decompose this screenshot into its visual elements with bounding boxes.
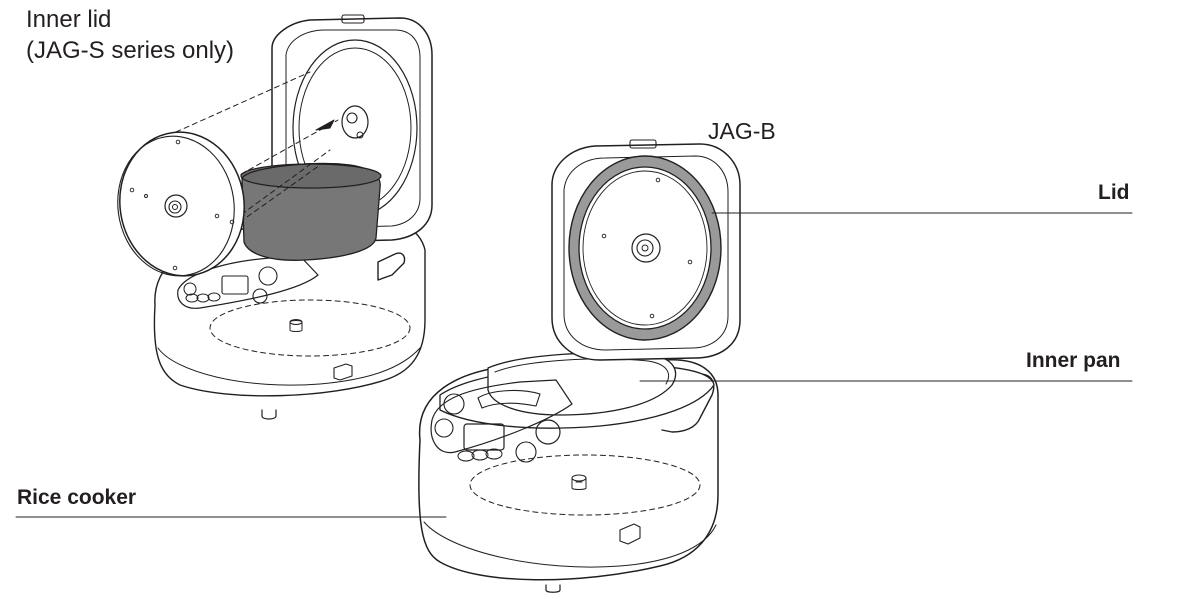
right-cooker-foot	[545, 584, 561, 593]
inner-lid-label-line1: Inner lid	[26, 6, 112, 33]
right-rice-cooker	[418, 139, 741, 593]
inner-lid-label-line2: (JAG-S series only)	[26, 37, 235, 64]
left-cooker-handle	[377, 252, 406, 281]
rice-cooker-label: Rice cooker	[17, 486, 137, 509]
model-label: JAG-B	[708, 118, 776, 144]
left-rice-cooker	[117, 14, 433, 420]
inner-pan-label: Inner pan	[1026, 349, 1121, 372]
lid-label: Lid	[1098, 181, 1130, 204]
inner-lid-disk	[117, 131, 245, 277]
left-display	[221, 275, 249, 295]
right-display	[463, 423, 505, 451]
insert-arrow	[315, 119, 335, 131]
left-cooker-latch	[333, 363, 353, 381]
right-lid-valve	[631, 233, 661, 263]
right-cooker-latch	[619, 523, 641, 545]
left-cooker-foot	[261, 409, 277, 420]
right-control-panel	[430, 379, 573, 454]
